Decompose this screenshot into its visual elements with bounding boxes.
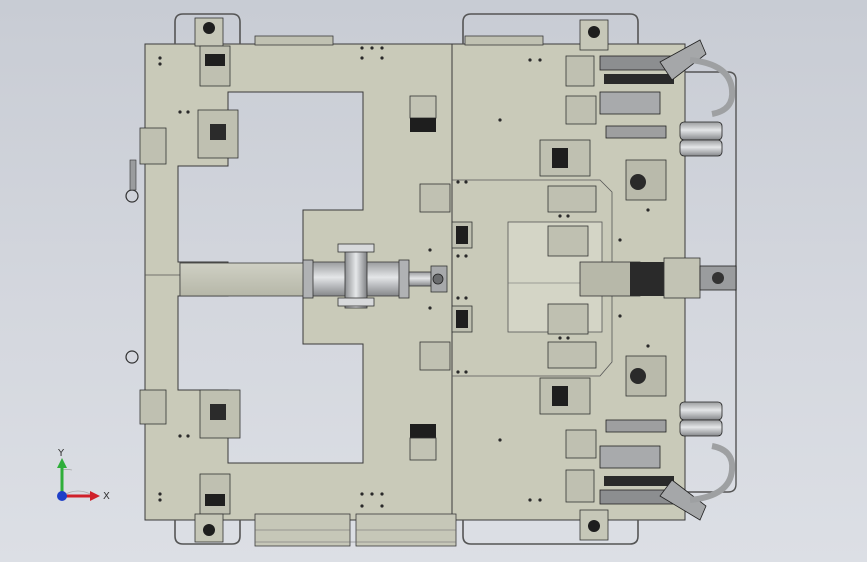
main-cylinder-assembly [179,243,448,309]
bolt-hole [380,504,384,508]
bolt-hole [498,118,502,122]
bolt-hole [456,370,460,374]
bolt-hole [158,498,162,502]
bolt-hole [158,62,162,66]
bolt-hole [618,238,622,242]
bolt-hole [538,498,542,502]
right-mid-clamp [547,225,737,335]
bolt-hole [558,336,562,340]
bolt-hole [456,296,460,300]
bolt-hole [380,56,384,60]
bolt-hole [186,434,190,438]
bolt-hole [456,254,460,258]
bolt-hole [566,336,570,340]
mid-locator-blocks [409,95,437,461]
bolt-holes [158,46,650,508]
bolt-hole [464,296,468,300]
center-brackets [419,183,473,371]
bolt-hole [464,254,468,258]
bolt-hole [158,56,162,60]
bolt-hole [186,110,190,114]
left-bottom-clamp [125,350,241,543]
bolt-hole [178,110,182,114]
left-top-clamp [125,17,239,203]
bolt-hole [528,498,532,502]
bolt-hole [646,344,650,348]
bolt-hole [566,214,570,218]
view-orientation-triad: Y X [57,448,110,502]
bolt-hole [370,46,374,50]
bolt-hole [538,58,542,62]
bolt-hole [178,434,182,438]
x-axis-label: X [103,491,110,502]
bolt-hole [158,492,162,496]
bolt-hole [528,58,532,62]
bolt-hole [464,180,468,184]
right-top-clamp-column [539,19,736,213]
bolt-hole [370,492,374,496]
bolt-hole [618,314,622,318]
bolt-hole [428,248,432,252]
bolt-hole [646,208,650,212]
bolt-hole [456,180,460,184]
bolt-hole [464,370,468,374]
bolt-hole [360,46,364,50]
bolt-hole [360,56,364,60]
right-bottom-clamp-column [539,341,736,541]
y-axis-label: Y [57,448,65,459]
top-rails [174,13,639,46]
bolt-hole [558,214,562,218]
bolt-hole [498,438,502,442]
bolt-hole [360,504,364,508]
bolt-hole [360,492,364,496]
bolt-hole [380,492,384,496]
bottom-rails [174,513,639,547]
bolt-hole [428,306,432,310]
bolt-hole [380,46,384,50]
